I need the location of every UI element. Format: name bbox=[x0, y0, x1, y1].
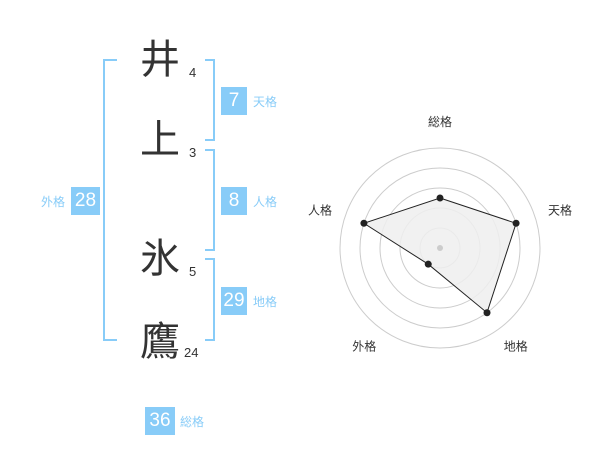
radar-axis-label-3: 地格 bbox=[504, 339, 528, 354]
gaikaku-badge: 28 bbox=[71, 187, 100, 215]
stroke-count-4: 24 bbox=[184, 345, 199, 360]
tenkaku-badge: 7 bbox=[221, 87, 247, 115]
soukaku-label: 総格 bbox=[180, 415, 205, 429]
soukaku-badge: 36 bbox=[145, 407, 175, 435]
radar-point-5 bbox=[360, 219, 368, 227]
radar-axis-label-2: 天格 bbox=[548, 202, 572, 217]
stroke-count-1: 4 bbox=[189, 65, 197, 80]
radar-ring-4 bbox=[359, 167, 521, 329]
stroke-count-3: 5 bbox=[189, 264, 197, 279]
chikaku-bracket bbox=[205, 258, 215, 341]
stroke-count-2: 3 bbox=[189, 145, 197, 160]
tenkaku-bracket bbox=[205, 59, 215, 141]
gaikaku-bracket bbox=[103, 59, 117, 341]
jinkaku-label: 人格 bbox=[253, 195, 278, 209]
radar-point-3 bbox=[483, 309, 491, 317]
name-char-3: 氷 bbox=[140, 236, 180, 282]
chikaku-badge: 29 bbox=[221, 287, 247, 315]
name-char-1: 井 bbox=[140, 37, 180, 83]
chikaku-label: 地格 bbox=[253, 295, 278, 309]
name-char-4: 鷹 bbox=[140, 319, 180, 365]
radar-point-1 bbox=[436, 194, 444, 202]
radar-point-4 bbox=[424, 260, 432, 268]
radar-axis-label-1: 総格 bbox=[428, 114, 452, 129]
jinkaku-badge: 8 bbox=[221, 187, 247, 215]
radar-ring-5 bbox=[339, 147, 541, 349]
radar-axis-label-4: 外格 bbox=[352, 339, 376, 354]
radar-point-2 bbox=[512, 219, 520, 227]
jinkaku-bracket bbox=[205, 149, 215, 251]
radar-series-polygon bbox=[362, 197, 517, 314]
radar-axis-label-5: 人格 bbox=[308, 202, 332, 217]
radar-center-dot bbox=[437, 245, 443, 251]
tenkaku-label: 天格 bbox=[253, 95, 278, 109]
gaikaku-label: 外格 bbox=[41, 195, 66, 209]
name-char-2: 上 bbox=[140, 117, 180, 163]
